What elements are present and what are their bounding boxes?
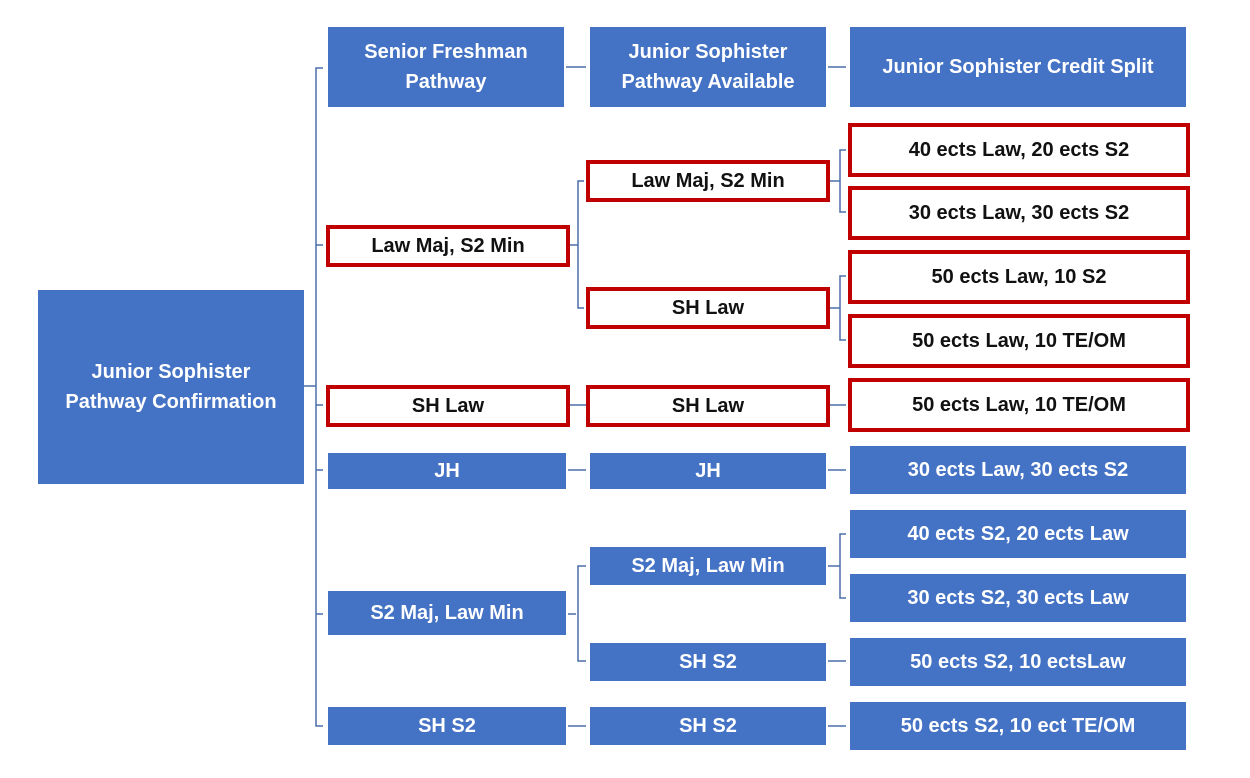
node-label: 50 ects S2, 10 ectsLaw xyxy=(910,651,1126,673)
node-label: SH Law xyxy=(671,297,745,319)
node-label: Law Maj, S2 Min xyxy=(371,235,525,257)
sf-node-sh-s2: SH S2 xyxy=(328,707,566,745)
sf-node-s2-maj: S2 Maj, Law Min xyxy=(328,591,566,635)
header-senior-freshman-pathway: Senior Freshman Pathway xyxy=(328,27,564,107)
column1-ticks xyxy=(316,244,323,615)
credit-split-5: 50 ects Law, 10 TE/OM xyxy=(848,378,1190,432)
js-node-s2-maj: S2 Maj, Law Min xyxy=(590,547,826,585)
node-label: SH S2 xyxy=(679,651,737,673)
node-label: 30 ects Law, 30 ects S2 xyxy=(907,459,1129,481)
sf-node-law-maj: Law Maj, S2 Min xyxy=(326,225,570,267)
node-label: SH Law xyxy=(671,395,745,417)
credit-split-1: 40 ects Law, 20 ects S2 xyxy=(848,123,1190,177)
credit-split-8: 30 ects S2, 30 ects Law xyxy=(850,574,1186,622)
s2maj-sub-bracket xyxy=(839,533,846,599)
credit-split-6: 30 ects Law, 30 ects S2 xyxy=(850,446,1186,494)
node-label: JH xyxy=(434,460,460,482)
node-label: 50 ects Law, 10 TE/OM xyxy=(912,394,1126,416)
node-label: 50 ects Law, 10 S2 xyxy=(931,266,1107,288)
node-label: JH xyxy=(695,460,721,482)
node-label: SH S2 xyxy=(679,715,737,737)
node-label: SH Law xyxy=(411,395,485,417)
node-label: 40 ects S2, 20 ects Law xyxy=(907,523,1129,545)
js-node-sh-law-2: SH Law xyxy=(586,385,830,427)
lawmaj-bracket xyxy=(577,180,584,309)
root-node: Junior Sophister Pathway Confirmation xyxy=(38,290,304,484)
node-label: 30 ects S2, 30 ects Law xyxy=(907,587,1129,609)
node-label: 50 ects Law, 10 TE/OM xyxy=(912,330,1126,352)
js-node-law-maj: Law Maj, S2 Min xyxy=(586,160,830,202)
credit-split-9: 50 ects S2, 10 ectsLaw xyxy=(850,638,1186,686)
credit-split-4: 50 ects Law, 10 TE/OM xyxy=(848,314,1190,368)
root-node-label: Junior Sophister Pathway Confirmation xyxy=(65,361,277,413)
header-label: Senior Freshman Pathway xyxy=(364,41,528,93)
credit-split-7: 40 ects S2, 20 ects Law xyxy=(850,510,1186,558)
credit-split-10: 50 ects S2, 10 ect TE/OM xyxy=(850,702,1186,750)
credit-split-2: 30 ects Law, 30 ects S2 xyxy=(848,186,1190,240)
js-node-sh-law-1: SH Law xyxy=(586,287,830,329)
header-label: Junior Sophister Credit Split xyxy=(882,56,1154,78)
lawmaj-sub-bracket xyxy=(839,149,846,213)
credit-split-3: 50 ects Law, 10 S2 xyxy=(848,250,1190,304)
header-label: Junior Sophister Pathway Available xyxy=(621,41,795,93)
js-node-sh-s2-1: SH S2 xyxy=(590,643,826,681)
node-label: S2 Maj, Law Min xyxy=(370,602,524,624)
node-label: 40 ects Law, 20 ects S2 xyxy=(908,139,1130,161)
column1-bracket xyxy=(315,67,323,727)
sf-node-jh: JH xyxy=(328,453,566,489)
node-label: Law Maj, S2 Min xyxy=(631,170,785,192)
header-junior-sophister-pathway-available: Junior Sophister Pathway Available xyxy=(590,27,826,107)
node-label: 30 ects Law, 30 ects S2 xyxy=(908,202,1130,224)
node-label: 50 ects S2, 10 ect TE/OM xyxy=(900,715,1136,737)
header-junior-sophister-credit-split: Junior Sophister Credit Split xyxy=(850,27,1186,107)
js-node-sh-s2-2: SH S2 xyxy=(590,707,826,745)
shlaw-sub-bracket xyxy=(839,275,846,341)
node-label: SH S2 xyxy=(418,715,476,737)
sf-node-sh-law: SH Law xyxy=(326,385,570,427)
node-label: S2 Maj, Law Min xyxy=(631,555,785,577)
s2maj-bracket xyxy=(577,565,586,662)
js-node-jh: JH xyxy=(590,453,826,489)
